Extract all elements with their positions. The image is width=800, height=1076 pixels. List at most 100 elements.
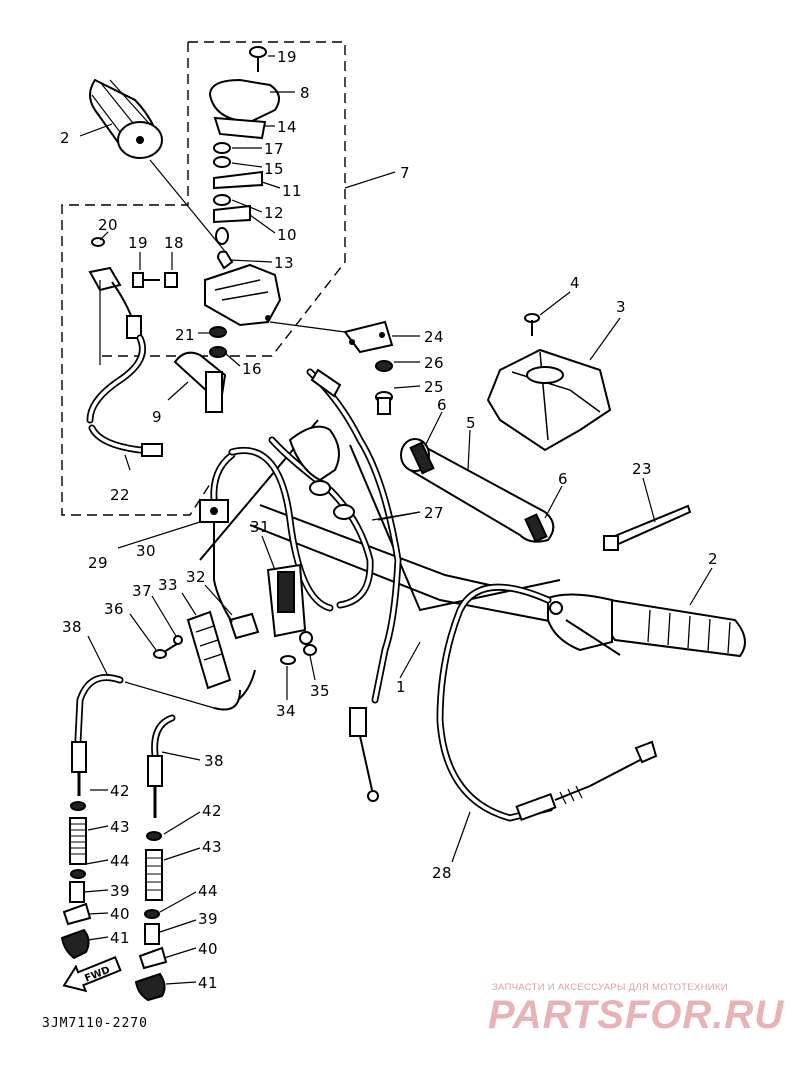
holder-24: [343, 320, 394, 354]
leader-6a: [424, 411, 443, 447]
leader-24-guide: [269, 321, 346, 333]
leader-33: [181, 592, 197, 616]
callout-41a: 41: [110, 929, 130, 947]
leader-12: [231, 199, 263, 213]
switch-wire-22: [86, 334, 163, 457]
callout-11: 11: [282, 182, 302, 200]
leader-7: [344, 171, 396, 189]
leader-44b: [159, 891, 197, 913]
callout-19a: 19: [277, 48, 297, 66]
leader-15: [231, 162, 263, 168]
callout-40a: 40: [110, 905, 130, 923]
callout-26: 26: [424, 354, 444, 372]
callout-42a: 42: [110, 782, 130, 800]
leader-28: [451, 811, 471, 863]
leader-11: [261, 181, 281, 189]
leader-2a: [79, 123, 113, 137]
throttle-lever: [173, 351, 227, 413]
callout-43b: 43: [202, 838, 222, 856]
callout-32: 32: [186, 568, 206, 586]
right-grip: [547, 593, 746, 658]
callout-40b: 40: [198, 940, 218, 958]
callout-9: 9: [152, 408, 162, 426]
callout-22: 22: [110, 486, 130, 504]
callout-16: 16: [242, 360, 262, 378]
callout-5: 5: [466, 414, 476, 432]
callout-15: 15: [264, 160, 284, 178]
leader-2a-long: [149, 159, 229, 256]
leader-42b: [163, 811, 201, 835]
leader-3: [589, 317, 621, 361]
leader-22: [124, 454, 131, 471]
crossbar-pad: [400, 438, 555, 543]
screw-19-top: [249, 46, 267, 72]
leader-38a: [87, 635, 109, 677]
callout-33: 33: [158, 576, 178, 594]
callout-35: 35: [310, 682, 330, 700]
callout-39a: 39: [110, 882, 130, 900]
leader-4: [539, 291, 571, 316]
callout-3: 3: [616, 298, 626, 316]
leader-25: [393, 385, 421, 389]
callout-17: 17: [264, 140, 284, 158]
leader-35: [309, 655, 316, 681]
diagram-code: 3JM7110-2270: [42, 1016, 148, 1031]
leader-6b: [544, 485, 563, 519]
leader-27-line: [377, 511, 421, 521]
callout-23: 23: [632, 460, 652, 478]
callout-38a: 38: [62, 618, 82, 636]
washer-16: [209, 346, 227, 358]
bolt-25: [375, 391, 393, 415]
leader-2b: [689, 567, 713, 606]
callout-24: 24: [424, 328, 444, 346]
left-grip-cable: [268, 425, 374, 609]
leader-40b: [163, 947, 197, 959]
callout-20: 20: [98, 216, 118, 234]
callout-39b: 39: [198, 910, 218, 928]
callout-31: 31: [250, 518, 270, 536]
leader-31: [261, 535, 276, 571]
throttle-cable: [306, 368, 402, 802]
callout-13: 13: [274, 254, 294, 272]
washer-26: [375, 360, 393, 372]
wire-connector-32: [213, 579, 260, 640]
callout-34: 34: [276, 702, 296, 720]
leader-1: [399, 641, 421, 679]
washer-37: [173, 635, 183, 645]
leader-44a: [85, 859, 109, 865]
callout-44a: 44: [110, 852, 130, 870]
callout-12: 12: [264, 204, 284, 222]
callout-19b: 19: [128, 234, 148, 252]
callout-6b: 6: [558, 470, 568, 488]
callout-28: 28: [432, 864, 452, 882]
leader-43a: [87, 825, 109, 831]
leader-20: [99, 231, 109, 241]
leader-41a: [87, 936, 109, 941]
handlebar-pad: [486, 348, 612, 452]
engine-stop-switch: [266, 563, 313, 645]
leader-36: [129, 613, 157, 651]
switch-33: [186, 610, 232, 690]
fwd-arrow: FWD: [62, 955, 122, 993]
left-grip: [89, 78, 163, 159]
wire-38-left: [71, 674, 241, 796]
washer-21: [209, 326, 227, 338]
bolt-19: [132, 272, 160, 288]
callout-42b: 42: [202, 802, 222, 820]
adjuster-stack-right: [134, 831, 168, 1002]
callout-21: 21: [175, 326, 195, 344]
washer-35: [303, 644, 317, 656]
callout-18: 18: [164, 234, 184, 252]
throttle-housing-cover: [208, 78, 280, 270]
callout-25: 25: [424, 378, 444, 396]
callout-7: 7: [400, 164, 410, 182]
callout-30: 30: [136, 542, 156, 560]
leader-5: [467, 429, 471, 471]
callout-8: 8: [300, 84, 310, 102]
screw-34: [280, 655, 296, 665]
leader-39a: [83, 889, 109, 893]
callout-6a: 6: [437, 396, 447, 414]
cable-tie: [603, 504, 692, 551]
callout-38b: 38: [204, 752, 224, 770]
